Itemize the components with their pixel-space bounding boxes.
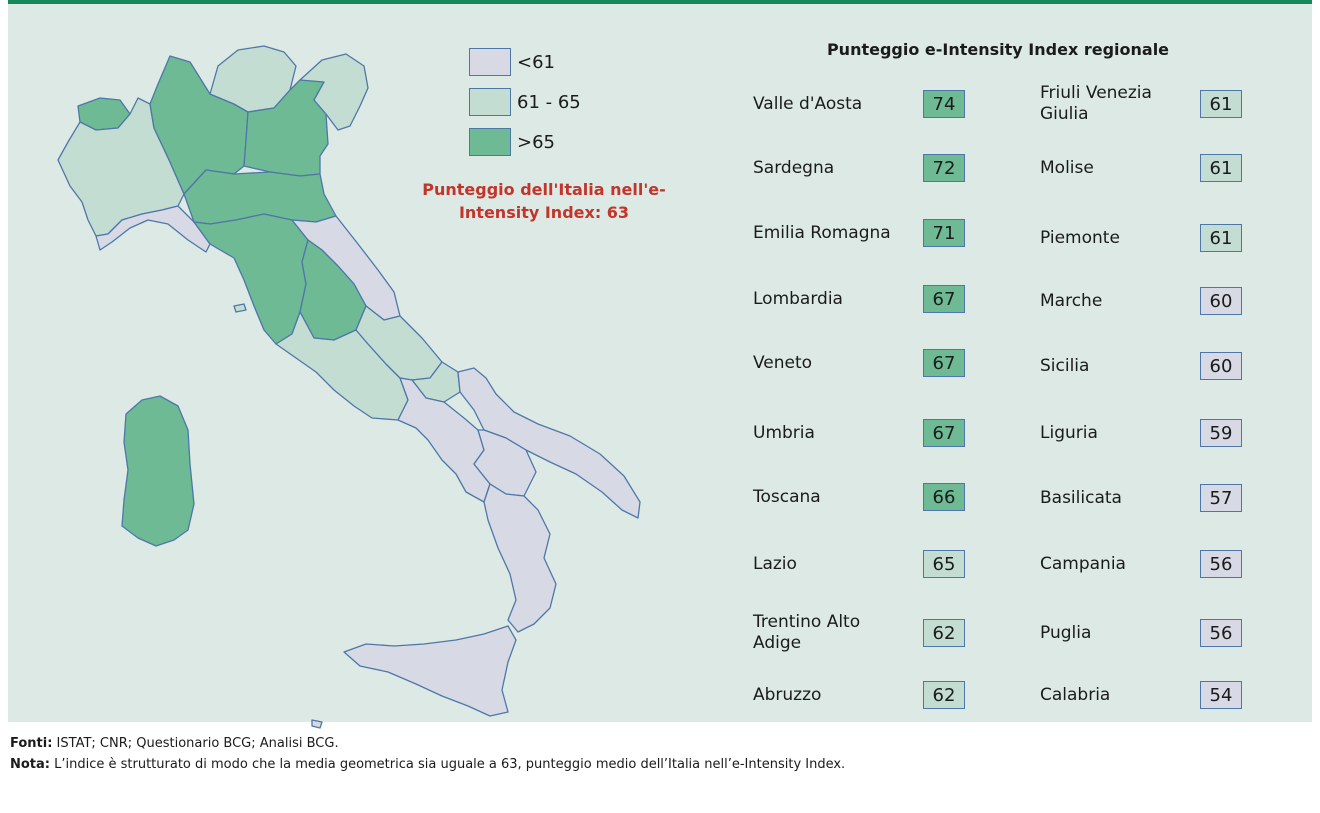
map-region-veneto [243, 71, 329, 177]
score-box: 71 [923, 219, 965, 247]
score-box: 74 [923, 90, 965, 118]
italy-regions-map [57, 45, 641, 729]
footer-notes: Fonti: ISTAT; CNR; Questionario BCG; Ana… [10, 733, 845, 775]
score-box: 56 [1200, 619, 1242, 647]
map-island-pantelleria [311, 719, 323, 729]
score-box: 61 [1200, 154, 1242, 182]
map-region-sardegna [121, 395, 195, 547]
region-name: Puglia [1040, 622, 1092, 643]
region-name: Basilicata [1040, 487, 1122, 508]
legend-item-high: >65 [469, 128, 555, 156]
legend-item-mid: 61 - 65 [469, 88, 581, 116]
region-name: Sardegna [753, 157, 835, 178]
map-region-sicilia [343, 625, 517, 717]
score-box: 67 [923, 285, 965, 313]
score-box: 62 [923, 681, 965, 709]
region-name: Liguria [1040, 422, 1098, 443]
region-name: Sicilia [1040, 355, 1090, 376]
score-box: 56 [1200, 550, 1242, 578]
legend-item-low: <61 [469, 48, 555, 76]
table-title: Punteggio e-Intensity Index regionale [826, 40, 1170, 59]
legend-label-mid: 61 - 65 [517, 91, 581, 113]
note-line: Nota: L’indice è strutturato di modo che… [10, 754, 845, 775]
region-name: Marche [1040, 290, 1103, 311]
map-island-elba [233, 303, 247, 313]
region-name: Piemonte [1040, 227, 1120, 248]
map-region-trentino [209, 45, 297, 113]
score-box: 67 [923, 419, 965, 447]
score-box: 61 [1200, 224, 1242, 252]
region-name: Umbria [753, 422, 815, 443]
region-name: Veneto [753, 352, 813, 373]
score-box: 57 [1200, 484, 1242, 512]
score-box: 72 [923, 154, 965, 182]
legend-label-high: >65 [517, 131, 555, 153]
score-box: 67 [923, 349, 965, 377]
region-name: Campania [1040, 553, 1126, 574]
sources-line: Fonti: ISTAT; CNR; Questionario BCG; Ana… [10, 733, 845, 754]
legend-swatch-low [469, 48, 511, 76]
score-box: 65 [923, 550, 965, 578]
region-name: Emilia Romagna [753, 222, 891, 243]
score-box: 61 [1200, 90, 1242, 118]
region-name: Molise [1040, 157, 1094, 178]
score-box: 60 [1200, 352, 1242, 380]
legend-swatch-mid [469, 88, 511, 116]
map-region-calabria [483, 483, 557, 633]
region-name: Valle d'Aosta [753, 93, 863, 114]
region-name: Abruzzo [753, 684, 822, 705]
score-box: 60 [1200, 287, 1242, 315]
note-text: L’indice è strutturato di modo che la me… [50, 757, 846, 772]
region-name: Friuli Venezia Giulia [1040, 83, 1152, 124]
region-name: Toscana [753, 486, 821, 507]
legend-swatch-high [469, 128, 511, 156]
map-region-friuli [299, 53, 369, 131]
map-region-toscana [193, 213, 309, 345]
sources-text: ISTAT; CNR; Questionario BCG; Analisi BC… [52, 736, 339, 751]
infographic-panel: <61 61 - 65 >65 Punteggio dell'Italia ne… [8, 0, 1312, 729]
legend-label-low: <61 [517, 51, 555, 73]
map-region-liguria [95, 205, 211, 253]
score-box: 66 [923, 483, 965, 511]
score-box: 54 [1200, 681, 1242, 709]
region-name: Lazio [753, 553, 797, 574]
score-box: 62 [923, 619, 965, 647]
italy-score-annotation: Punteggio dell'Italia nell'e-Intensity I… [422, 180, 666, 222]
region-name: Lombardia [753, 288, 843, 309]
score-box: 59 [1200, 419, 1242, 447]
sources-label: Fonti: [10, 736, 53, 751]
region-name: Trentino Alto Adige [753, 612, 861, 653]
note-label: Nota: [10, 757, 50, 772]
region-name: Calabria [1040, 684, 1111, 705]
